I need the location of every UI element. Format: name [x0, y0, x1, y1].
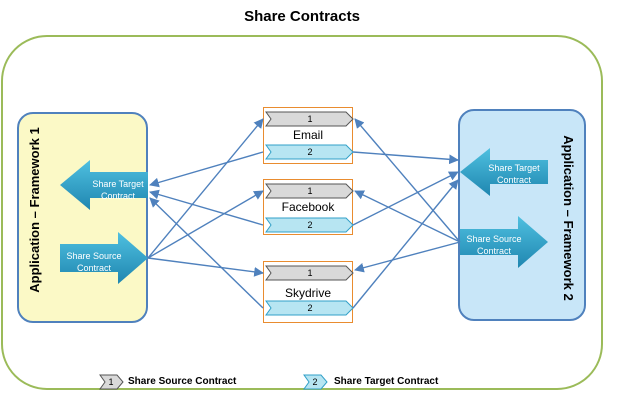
framework-2-target-arrow [460, 148, 548, 196]
facebook-source-tag: 1 [307, 186, 313, 196]
framework-2-box [458, 109, 586, 321]
legend-source-chevron [99, 374, 124, 390]
outer-container [1, 35, 603, 390]
framework-1-title-text: Application – Framework 1 [27, 127, 42, 293]
framework-2-source-arrow [460, 216, 548, 268]
chevron-email-source [265, 111, 354, 127]
chevron-skydrive-source [265, 265, 354, 281]
service-skydrive-label: Skydrive [284, 286, 331, 300]
diagram-title: Share Contracts [244, 8, 360, 25]
email-source-tag: 1 [307, 114, 313, 124]
framework-2-source-label: Share Source Contract [466, 234, 522, 256]
legend-source-tag: 1 [108, 377, 114, 387]
framework-1-target-arrow [60, 160, 148, 210]
chevron-skydrive-target [265, 300, 354, 316]
facebook-target-tag: 2 [307, 220, 313, 230]
framework-1-target-label: Share Target Contract [92, 179, 144, 201]
connector-lines [147, 118, 461, 309]
email-target-tag: 2 [307, 147, 313, 157]
skydrive-target-tag: 2 [307, 303, 313, 313]
framework-2-title-text: Application – Framework 2 [561, 135, 576, 301]
legend-target-label: Share Target Contract [334, 376, 439, 387]
chevron-email-target [265, 144, 354, 160]
framework-1-box [17, 112, 148, 323]
legend-target-tag: 2 [312, 377, 318, 387]
legend-target-chevron [303, 374, 328, 390]
framework-2-target-label: Share Target Contract [488, 163, 540, 185]
framework-1-source-arrow [60, 232, 148, 284]
service-facebook-label: Facebook [281, 200, 335, 214]
legend-source-label: Share Source Contract [128, 376, 237, 387]
service-email-label: Email [292, 128, 323, 142]
skydrive-source-tag: 1 [307, 268, 313, 278]
framework-1-source-label: Share Source Contract [66, 251, 122, 273]
chevron-facebook-target [265, 217, 354, 233]
chevron-facebook-source [265, 183, 354, 199]
